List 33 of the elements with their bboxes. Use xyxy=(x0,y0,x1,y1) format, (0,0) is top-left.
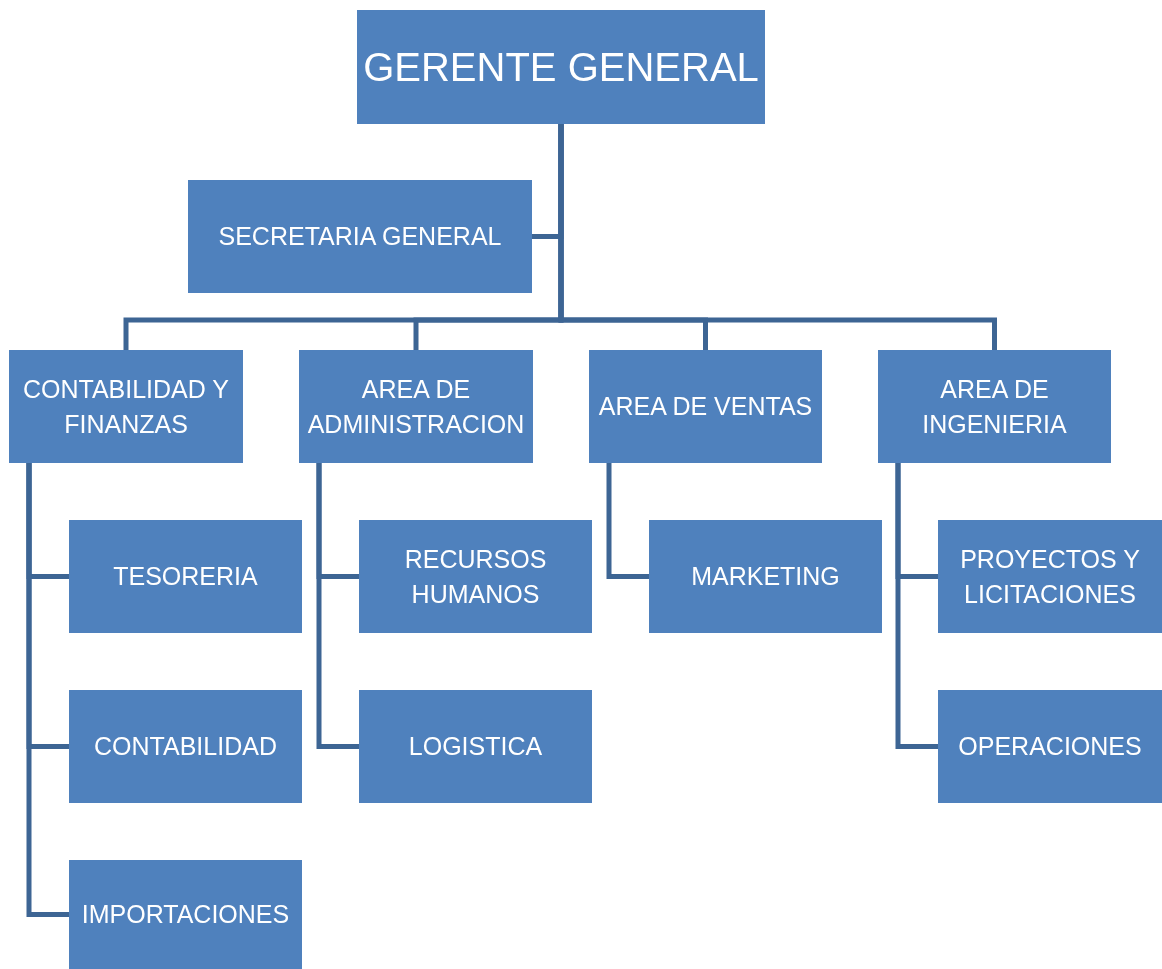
box-label: PROYECTOS Y LICITACIONES xyxy=(959,543,1141,610)
box-label: MARKETING xyxy=(691,561,840,592)
org-box xyxy=(938,690,1162,803)
org-box xyxy=(878,350,1111,463)
org-box xyxy=(69,520,302,633)
connector-line xyxy=(895,463,938,749)
box-label: SECRETARIA GENERAL xyxy=(218,221,502,252)
box-label: CONTABILIDAD Y FINANZAS xyxy=(21,373,231,440)
org-box xyxy=(69,860,302,969)
box-label: CONTABILIDAD xyxy=(94,731,277,762)
box-label: AREA DE VENTAS xyxy=(598,391,813,422)
connector-line xyxy=(26,463,69,917)
box-label: OPERACIONES xyxy=(958,731,1142,762)
org-box xyxy=(357,10,765,124)
org-box xyxy=(9,350,243,463)
org-box xyxy=(359,520,592,633)
box-label: IMPORTACIONES xyxy=(81,899,290,930)
org-box xyxy=(359,690,592,803)
org-box xyxy=(188,180,532,293)
org-box xyxy=(589,350,822,463)
box-label: RECURSOS HUMANOS xyxy=(403,543,548,610)
box-label: AREA DE ADMINISTRACION xyxy=(306,373,526,440)
org-box xyxy=(299,350,533,463)
box-label: TESORERIA xyxy=(113,561,258,592)
box-label: LOGISTICA xyxy=(408,731,543,762)
org-box xyxy=(938,520,1162,633)
org-box xyxy=(649,520,882,633)
connector-line xyxy=(316,463,359,749)
connector-line xyxy=(606,463,649,579)
box-label: AREA DE INGENIERIA xyxy=(921,373,1068,440)
org-box xyxy=(69,690,302,803)
box-label: GERENTE GENERAL xyxy=(363,44,759,91)
connector-line xyxy=(558,124,997,350)
